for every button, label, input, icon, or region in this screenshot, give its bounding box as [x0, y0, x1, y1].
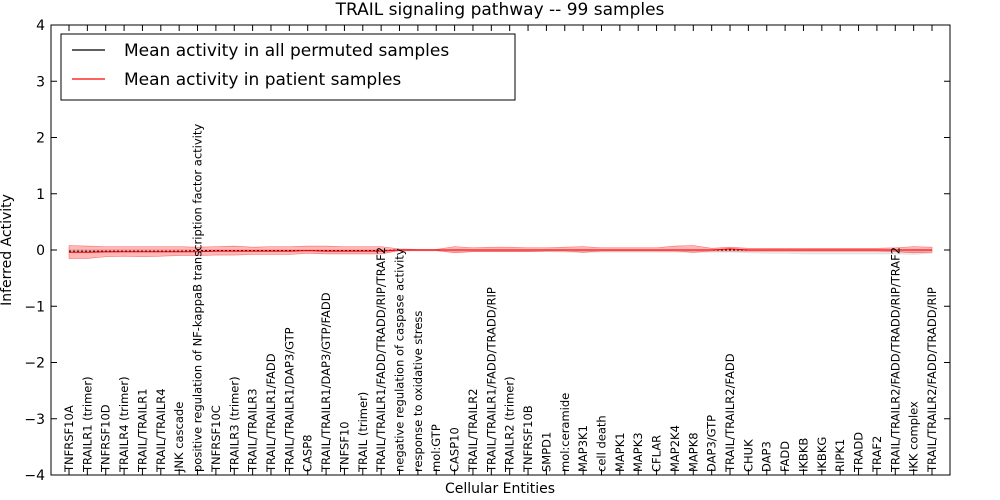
category-label: TRAILR1 (trimer)	[80, 376, 94, 473]
legend: Mean activity in all permuted samples Me…	[60, 33, 516, 101]
category-labels: TNFRSF10A TRAILR1 (trimer) TNFRSF10D TRAILR…	[62, 124, 939, 473]
category-label: FADD	[778, 441, 792, 472]
y-tick-label: 3	[36, 74, 45, 90]
category-label: IKBKB	[797, 438, 811, 472]
category-label: CASP10	[448, 427, 462, 472]
y-tick-label: −4	[24, 468, 45, 484]
category-label: TRAIL/TRAILR3	[246, 388, 260, 473]
category-label: TNFSF10	[337, 421, 351, 473]
category-label: TRAIL/TRAILR4	[154, 388, 168, 473]
axis-ticks: −4 −3 −2 −1 0 1 2 3 4	[24, 18, 950, 484]
category-label: JNK cascade	[172, 402, 186, 473]
category-label: TNFRSF10D	[99, 404, 113, 473]
category-label: TRAIL/TRAILR1	[135, 388, 149, 473]
category-label: MAP3K1	[576, 425, 590, 472]
category-label: RIPK1	[833, 439, 847, 472]
category-label: TNFRSF10B	[521, 405, 535, 473]
category-label: TNFRSF10C	[209, 405, 223, 473]
chart-title: TRAIL signaling pathway -- 99 samples	[335, 0, 665, 20]
category-label: cell death	[595, 415, 609, 472]
category-label: negative regulation of caspase activity	[393, 248, 407, 472]
category-label: DAP3/GTP	[705, 415, 719, 472]
legend-label-permuted: Mean activity in all permuted samples	[124, 41, 449, 61]
category-label: DAP3	[760, 441, 774, 472]
category-label: IKK complex	[907, 401, 921, 472]
category-label: TRAIL/TRAILR1/DAP3/GTP/FADD	[319, 292, 333, 473]
y-tick-label: −2	[24, 356, 45, 372]
category-label: TRAIL (trimer)	[356, 392, 370, 473]
category-label: CASP8	[301, 435, 315, 472]
y-tick-label: −1	[24, 299, 45, 315]
legend-label-patient: Mean activity in patient samples	[124, 70, 401, 90]
y-tick-label: 4	[36, 18, 45, 34]
legend-box	[60, 33, 516, 101]
category-label: TRAIL/TRAILR1/FADD	[264, 353, 278, 473]
category-label: MAP2K4	[668, 425, 682, 472]
y-tick-label: 0	[36, 243, 45, 259]
category-label: MAPK8	[686, 432, 700, 472]
category-label: TRAILR2 (trimer)	[503, 376, 517, 473]
category-label: TRADD	[852, 432, 866, 473]
plot-area	[68, 245, 933, 259]
y-tick-label: 1	[36, 187, 45, 203]
category-label: SMPD1	[539, 432, 553, 472]
category-label: TRAF2	[870, 436, 884, 473]
category-label: TRAIL/TRAILR1/FADD/TRADD/RIP	[484, 287, 498, 473]
category-label: TRAIL/TRAILR2	[466, 388, 480, 473]
category-label: TRAIL/TRAILR2/FADD/TRADD/RIP/TRAF2	[888, 247, 902, 473]
category-label: response to oxidative stress	[411, 311, 425, 472]
category-label: MAPK1	[613, 432, 627, 472]
category-label: TRAIL/TRAILR2/FADD/TRADD/RIP	[925, 287, 939, 473]
category-label: TRAILR3 (trimer)	[227, 376, 241, 473]
category-label: TRAILR4 (trimer)	[117, 376, 131, 473]
series-band-1	[68, 245, 933, 259]
category-label: CHUK	[741, 439, 755, 472]
category-label: CFLAR	[650, 435, 664, 472]
y-axis-label: Inferred Activity	[0, 194, 15, 306]
category-label: mol:ceramide	[558, 393, 572, 472]
category-label: IKBKG	[815, 437, 829, 472]
category-label: TRAIL/TRAILR2/FADD	[723, 353, 737, 473]
category-label: MAPK3	[631, 432, 645, 472]
x-axis-label: Cellular Entities	[445, 481, 555, 497]
category-label: TRAIL/TRAILR1/DAP3/GTP	[282, 327, 296, 473]
category-label: TNFRSF10A	[62, 405, 76, 473]
y-tick-label: −3	[24, 412, 45, 428]
category-label: positive regulation of NF-kappaB transcr…	[191, 124, 205, 472]
y-tick-label: 2	[36, 131, 45, 147]
category-label: mol:GTP	[429, 424, 443, 472]
category-label: TRAIL/TRAILR1/FADD/TRADD/RIP/TRAF2	[374, 247, 388, 473]
series-line-1	[69, 248, 932, 253]
